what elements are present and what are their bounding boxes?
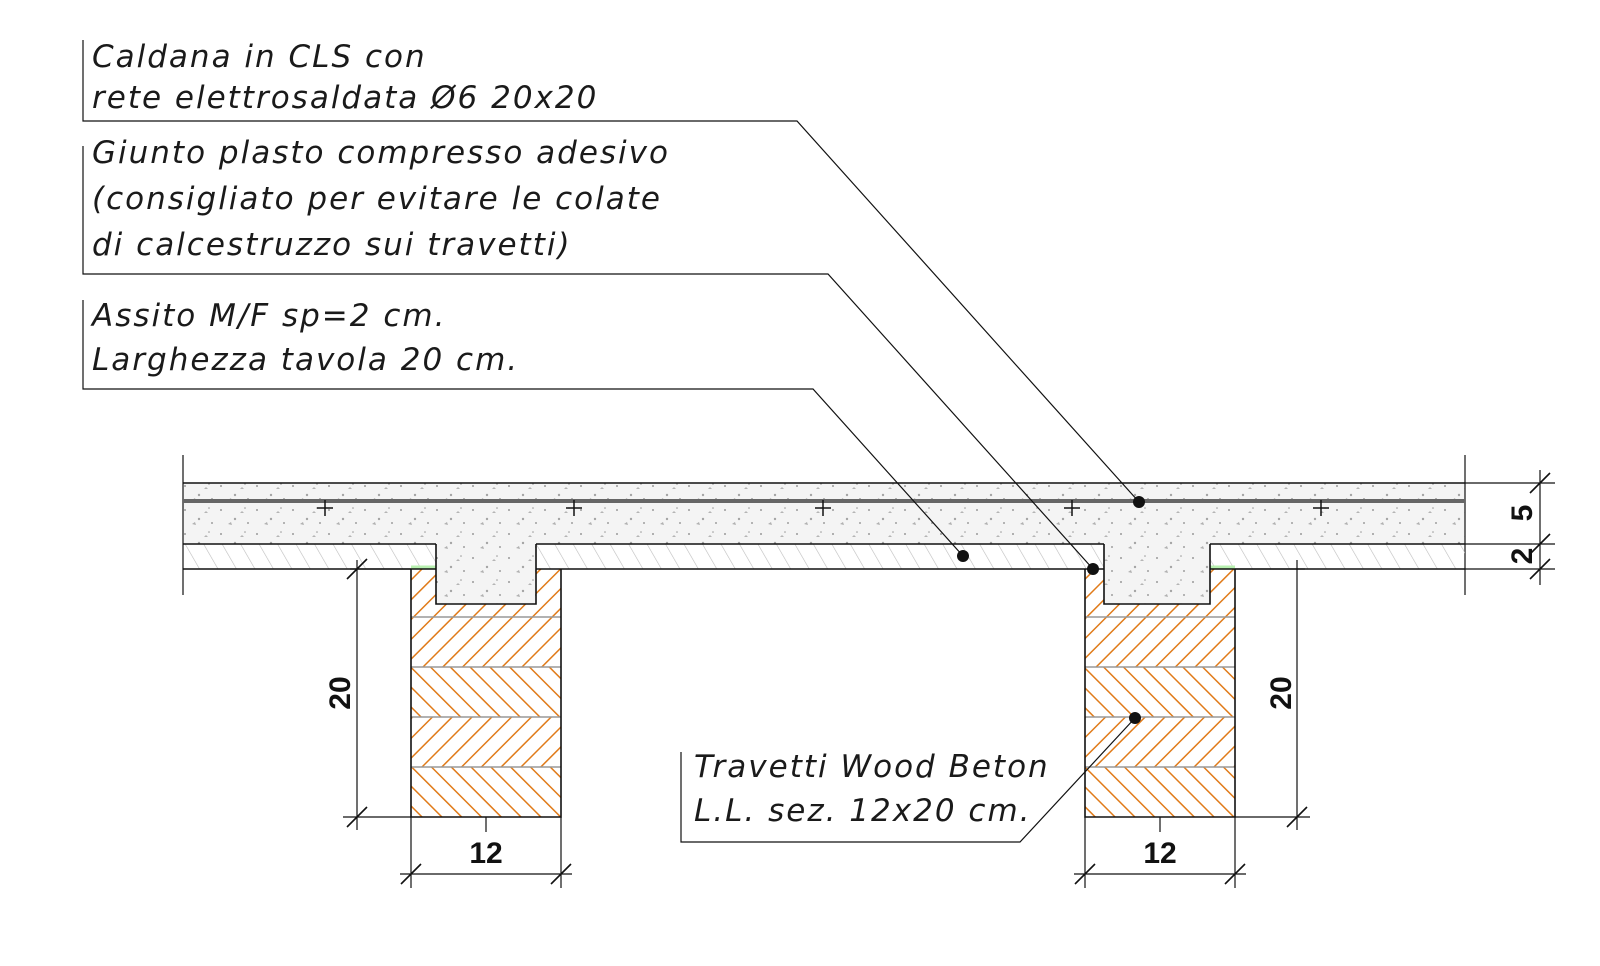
dim-board-2: 2: [1506, 548, 1539, 565]
dimension-beam-left-width: 12: [400, 817, 572, 888]
label-caldana-line2: rete elettrosaldata Ø6 20x20: [92, 80, 598, 116]
concrete-slab: [183, 455, 1465, 605]
label-travetti-line1: Travetti Wood Beton: [694, 749, 1050, 785]
dim-beam-right-12: 12: [1143, 837, 1176, 870]
label-assito-line2: Larghezza tavola 20 cm.: [92, 342, 519, 378]
dim-beam-right-20: 20: [1265, 676, 1298, 709]
dim-beam-left-12: 12: [469, 837, 502, 870]
label-giunto-line1: Giunto plasto compresso adesivo: [92, 135, 670, 171]
beam-right: [1085, 544, 1235, 817]
timber-boarding: [183, 544, 1465, 569]
label-travetti-line2: L.L. sez. 12x20 cm.: [694, 793, 1032, 829]
label-giunto-line2: (consigliato per evitare le colate: [92, 181, 662, 217]
label-giunto-line3: di calcestruzzo sui travetti): [92, 227, 572, 263]
beam-left: [411, 544, 561, 817]
dim-slab-5: 5: [1506, 505, 1539, 522]
dimension-slab-right: 5 2: [1465, 470, 1555, 585]
labels: Caldana in CLS con rete elettrosaldata Ø…: [90, 39, 1050, 829]
label-caldana-line1: Caldana in CLS con: [92, 39, 427, 75]
dim-beam-left-20: 20: [324, 676, 357, 709]
dimension-beam-right-height: 20: [1235, 560, 1310, 830]
label-assito-line1: Assito M/F sp=2 cm.: [90, 298, 446, 334]
dimension-beam-left-height: 20: [324, 559, 411, 830]
dimension-beam-right-width: 12: [1074, 817, 1246, 888]
